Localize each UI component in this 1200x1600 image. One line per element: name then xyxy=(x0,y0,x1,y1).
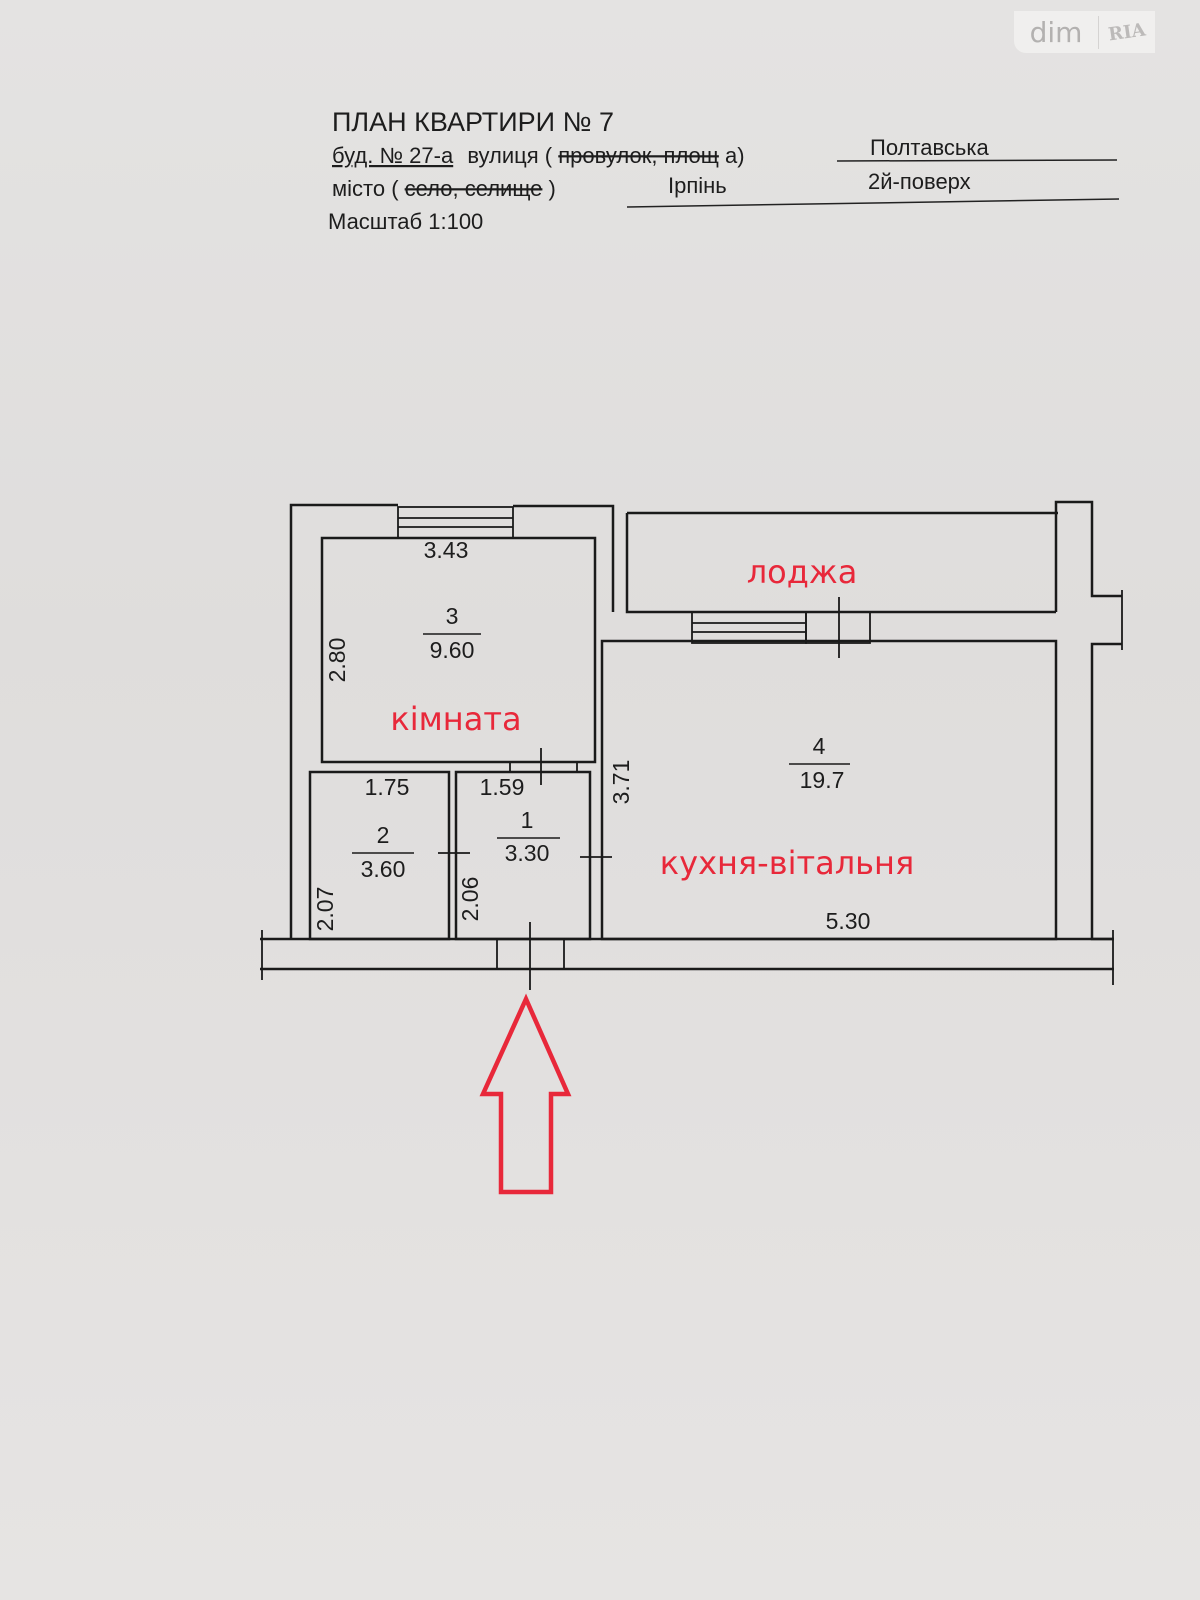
city-suffix: ) xyxy=(549,176,556,201)
red-annotations: лоджа кімната кухня-вітальня xyxy=(390,553,914,1195)
room-2-number: 2 xyxy=(377,822,390,848)
watermark-dim: dim xyxy=(1014,15,1099,49)
room-2-width: 1.75 xyxy=(365,774,410,800)
city-value: Ірпінь xyxy=(668,173,727,198)
window-kitchen xyxy=(691,611,807,644)
outer-wall-top-mid xyxy=(513,504,615,612)
room-label-kitchen-living: кухня-вітальня xyxy=(660,844,914,882)
room-4-area: 19.7 xyxy=(800,767,845,793)
loggia-label: лоджа xyxy=(747,553,858,591)
room-3-width: 3.43 xyxy=(424,537,469,563)
room-1-number: 1 xyxy=(521,807,534,833)
street-value: Полтавська xyxy=(870,135,989,160)
city-struck: село, селище xyxy=(405,176,543,201)
door-room-3 xyxy=(509,761,578,773)
entrance-arrow-icon xyxy=(479,993,572,1195)
room-1-length: 2.06 xyxy=(457,877,483,922)
scale-label: Масштаб 1:100 xyxy=(328,209,483,234)
room-2-length: 2.07 xyxy=(312,887,338,932)
street-label: вулиця ( xyxy=(467,143,552,168)
city-underline xyxy=(626,198,1120,208)
street-suffix: а) xyxy=(725,143,745,168)
window-room-3 xyxy=(397,506,514,539)
room-3-area: 9.60 xyxy=(430,637,475,663)
street-underline xyxy=(836,159,1118,162)
room-4-width: 5.30 xyxy=(826,908,871,934)
room-4-number: 4 xyxy=(813,733,826,759)
outer-wall-left xyxy=(289,503,398,939)
room-3-length: 2.80 xyxy=(324,638,350,683)
loggia-wall xyxy=(625,513,1056,614)
loggia-door xyxy=(805,611,871,644)
room-3-outline xyxy=(320,536,597,764)
room-3-number: 3 xyxy=(446,603,459,629)
room-1-area: 3.30 xyxy=(505,840,550,866)
plan-dimensions: 3.43 3 9.60 2.80 4 19.7 3.71 5.30 1.75 2… xyxy=(312,537,870,934)
address-line: буд. № 27-а вулиця ( провулок, площ а) xyxy=(332,143,745,168)
building-number: буд. № 27-а xyxy=(332,143,454,168)
plan-walls xyxy=(260,500,1123,990)
room-2-area: 3.60 xyxy=(361,856,406,882)
outer-wall-right-bottom xyxy=(1090,642,1122,941)
room-4-length: 3.71 xyxy=(608,760,634,805)
dimria-watermark: dim RIA xyxy=(1014,11,1155,53)
plan-title: ПЛАН КВАРТИРИ № 7 xyxy=(332,107,614,137)
street-struck: провулок, площ xyxy=(558,143,719,168)
room-label-kimnata: кімната xyxy=(390,700,521,738)
room-1-width: 1.59 xyxy=(480,774,525,800)
city-label: місто ( xyxy=(332,176,399,201)
city-line: місто ( село, селище ) xyxy=(332,176,556,201)
floor-value: 2й-поверх xyxy=(868,169,971,194)
outer-wall-right-top xyxy=(1054,500,1122,612)
plan-header: ПЛАН КВАРТИРИ № 7 буд. № 27-а вулиця ( п… xyxy=(328,107,1120,234)
